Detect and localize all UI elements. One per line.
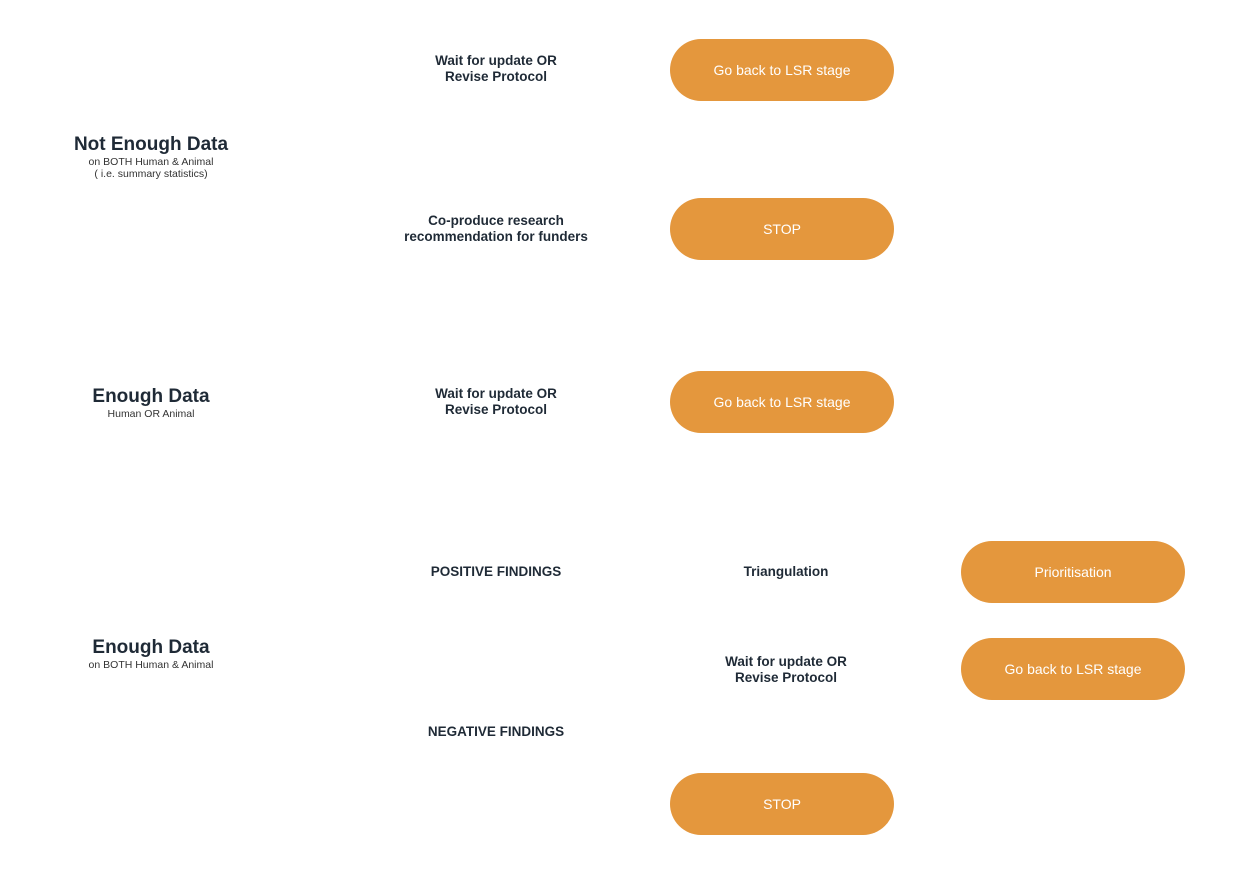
- label-wait-for-update-2: Wait for update OR Revise Protocol: [376, 386, 616, 418]
- go-back-lsr-button[interactable]: Go back to LSR stage: [670, 371, 894, 433]
- label-wait-for-update-3: Wait for update OR Revise Protocol: [666, 654, 906, 686]
- condition-not-enough-data: Not Enough Data on BOTH Human & Animal (…: [21, 134, 281, 180]
- label-line: Revise Protocol: [734, 670, 838, 685]
- label-line: recommendation for funders: [404, 229, 588, 244]
- stop-button[interactable]: STOP: [670, 773, 894, 835]
- condition-enough-data-both: Enough Data on BOTH Human & Animal: [21, 637, 281, 671]
- stop-button[interactable]: STOP: [670, 198, 894, 260]
- condition-title: Enough Data: [92, 386, 210, 407]
- label-line: Revise Protocol: [444, 402, 548, 417]
- prioritisation-button[interactable]: Prioritisation: [961, 541, 1185, 603]
- condition-subtitle: ( i.e. summary statistics): [94, 168, 208, 180]
- condition-title: Not Enough Data: [73, 134, 229, 155]
- label-line: Wait for update OR: [725, 654, 847, 669]
- label-negative-findings: NEGATIVE FINDINGS: [427, 724, 565, 739]
- condition-subtitle: on BOTH Human & Animal: [88, 156, 214, 168]
- condition-enough-data-one: Enough Data Human OR Animal: [21, 386, 281, 420]
- label-co-produce: Co-produce research recommendation for f…: [376, 213, 616, 245]
- go-back-lsr-button[interactable]: Go back to LSR stage: [961, 638, 1185, 700]
- go-back-lsr-button[interactable]: Go back to LSR stage: [670, 39, 894, 101]
- label-line: Revise Protocol: [444, 69, 548, 84]
- label-line: Wait for update OR: [435, 386, 557, 401]
- label-positive-findings: POSITIVE FINDINGS: [430, 564, 562, 579]
- condition-title: Enough Data: [92, 637, 210, 658]
- label-line: Co-produce research: [428, 213, 564, 228]
- label-wait-for-update-1: Wait for update OR Revise Protocol: [376, 53, 616, 85]
- label-triangulation: Triangulation: [743, 564, 829, 579]
- label-line: Wait for update OR: [435, 53, 557, 68]
- condition-subtitle: Human OR Animal: [107, 408, 195, 420]
- condition-subtitle: on BOTH Human & Animal: [88, 659, 214, 671]
